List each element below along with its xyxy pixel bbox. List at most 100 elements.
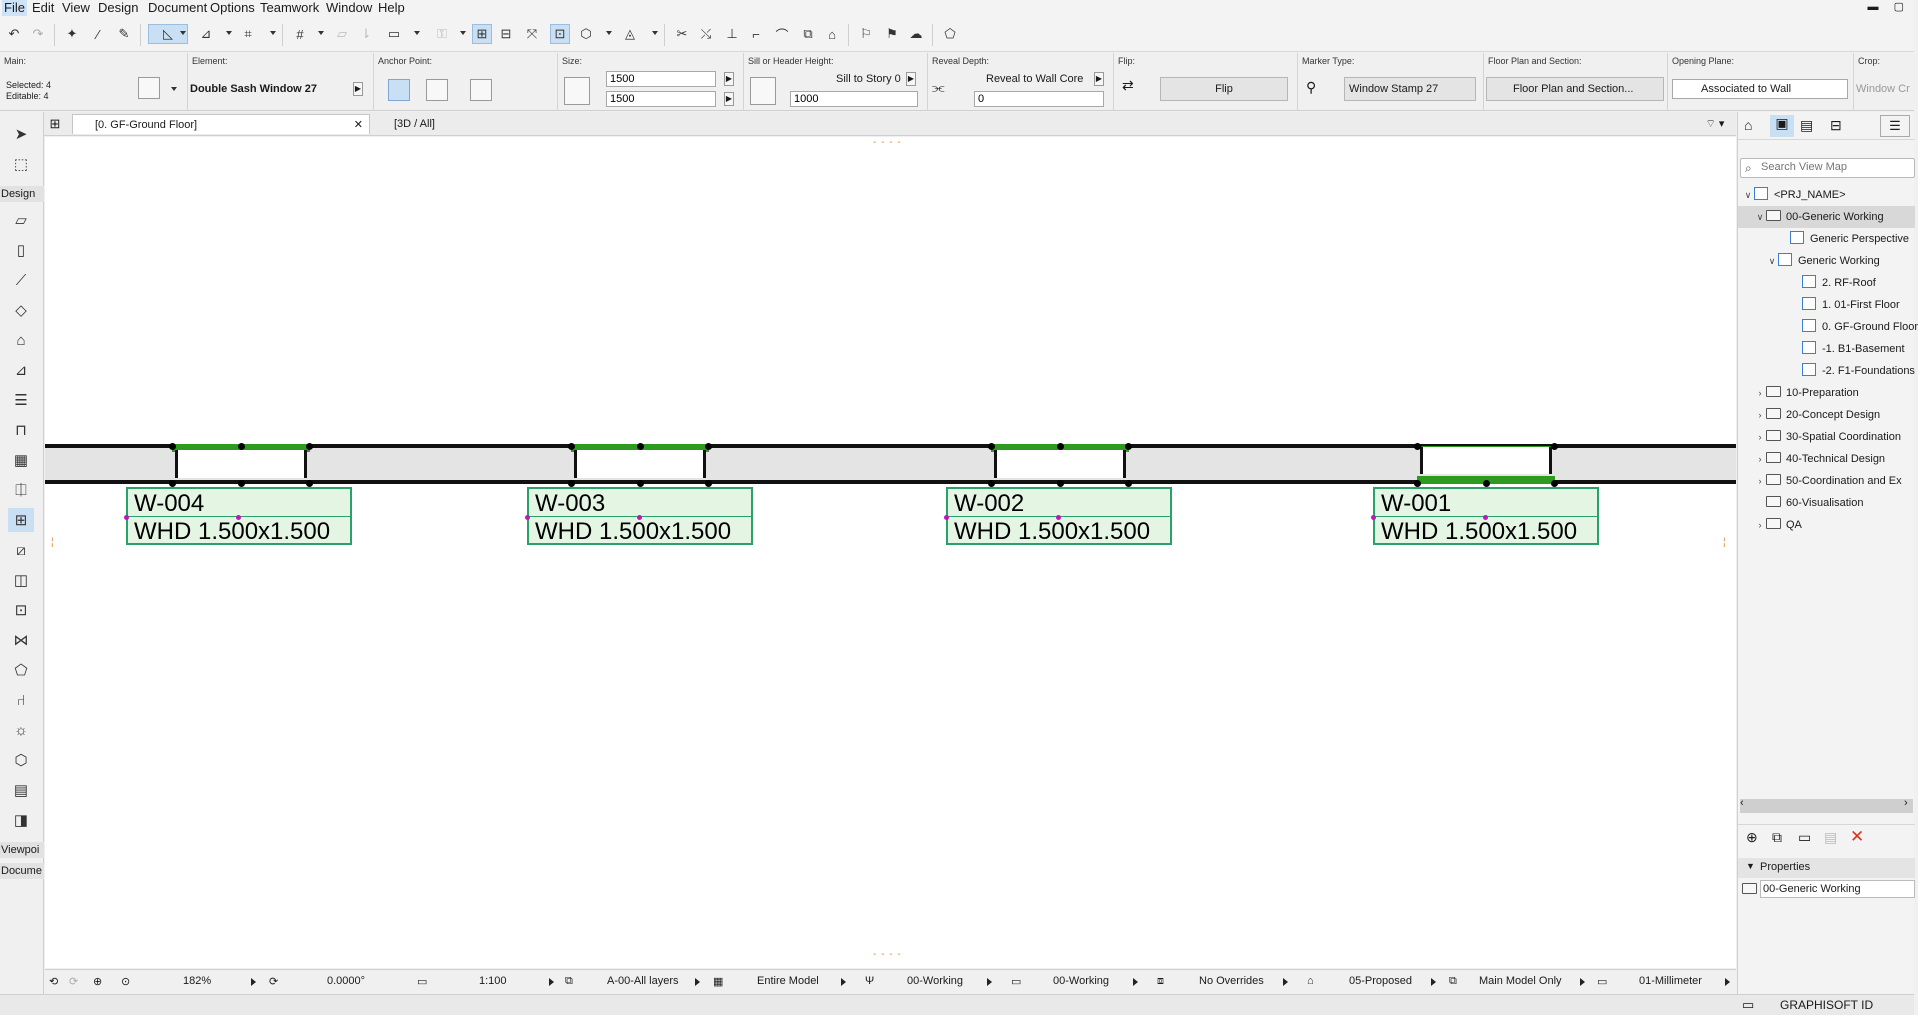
- door-tool-icon[interactable]: ⎅: [14, 481, 27, 499]
- lock-icon[interactable]: ⚿: [437, 26, 447, 41]
- expand-chevron-icon[interactable]: ›: [1758, 410, 1762, 420]
- zoom-value[interactable]: 182%: [183, 975, 212, 987]
- reveal-mode[interactable]: Reveal to Wall Core: [986, 73, 1084, 85]
- window-tool-icon[interactable]: ⊞: [8, 508, 34, 532]
- menu-options[interactable]: Options: [210, 0, 255, 15]
- menu-help[interactable]: Help: [378, 0, 405, 15]
- delete-icon[interactable]: ✕: [1850, 827, 1865, 846]
- tree-item[interactable]: -1. B1-Basement: [1738, 338, 1915, 360]
- gravity-icon[interactable]: ▱: [337, 26, 347, 41]
- renumber-icon[interactable]: ⊟: [500, 26, 512, 41]
- fillet-icon[interactable]: ⌒: [775, 27, 789, 43]
- window-marker[interactable]: W-002 WHD 1.500x1.500: [944, 487, 1172, 545]
- anchor-edge-icon[interactable]: [470, 79, 492, 101]
- menu-view[interactable]: View: [62, 0, 90, 15]
- roof-tool-icon[interactable]: ⌂: [16, 331, 26, 349]
- tree-item[interactable]: ›50-Coordination and Ex: [1738, 470, 1915, 492]
- tree-item[interactable]: ∨00-Generic Working: [1738, 206, 1915, 228]
- project-map-icon[interactable]: ⌂: [1744, 117, 1753, 133]
- section-tool-icon[interactable]: ◨: [13, 812, 29, 829]
- layer-combination[interactable]: A-00-All layers: [607, 975, 679, 987]
- layers-icon[interactable]: ⬡: [580, 26, 592, 41]
- sill-height-field[interactable]: [790, 91, 918, 107]
- tab-3d[interactable]: [3D / All]: [372, 114, 572, 134]
- adjust-icon[interactable]: ⊥: [726, 26, 738, 41]
- dimension-value[interactable]: 01-Millimeter: [1639, 975, 1702, 987]
- tree-item[interactable]: ›40-Technical Design: [1738, 448, 1915, 470]
- bimx-icon[interactable]: ⬠: [944, 26, 956, 41]
- tree-item[interactable]: 0. GF-Ground Floor: [1738, 316, 1918, 338]
- menu-teamwork[interactable]: Teamwork: [260, 0, 320, 15]
- renovation-value[interactable]: 05-Proposed: [1349, 975, 1412, 987]
- new-view-icon[interactable]: ⊕: [1746, 829, 1758, 845]
- window-marker[interactable]: W-003 WHD 1.500x1.500: [525, 487, 753, 545]
- guide-lines-button[interactable]: ◺: [148, 24, 188, 44]
- bottom-scroll-handle[interactable]: - - - -: [873, 949, 902, 960]
- search-input[interactable]: [1761, 161, 1911, 173]
- pen-set-value[interactable]: 00-Working: [907, 975, 964, 987]
- tree-item[interactable]: ∨<PRJ_NAME>: [1738, 184, 1915, 206]
- cursor-snap-icon[interactable]: ⇂: [360, 26, 372, 41]
- floor-plan-canvas[interactable]: - - - - - - - - ¦ ¦ W-004 WHD 1.500x1.50…: [45, 137, 1736, 968]
- grid-tool-icon[interactable]: ▤: [13, 782, 29, 799]
- tree-item[interactable]: Generic Perspective: [1738, 228, 1915, 250]
- anchor-side-icon[interactable]: [426, 79, 448, 101]
- pick-up-icon[interactable]: ⁄: [96, 26, 100, 42]
- menu-document[interactable]: Document: [148, 0, 208, 15]
- stair-tool-icon[interactable]: ☰: [14, 392, 28, 409]
- intersect-icon[interactable]: ⌐: [752, 26, 760, 42]
- zoom-back-icon[interactable]: ⟲: [49, 976, 59, 988]
- tab-menu-icon[interactable]: ⌔ ▾: [1705, 118, 1725, 130]
- publish-icon[interactable]: ☁: [909, 26, 923, 41]
- window-marker[interactable]: W-001 WHD 1.500x1.500: [1371, 487, 1599, 545]
- marquee-tool-icon[interactable]: ⬚: [13, 156, 29, 173]
- lamp-tool-icon[interactable]: ☼: [14, 721, 28, 739]
- model-view-value[interactable]: Entire Model: [757, 975, 819, 987]
- expand-chevron-icon[interactable]: ›: [1758, 520, 1762, 530]
- arrow-tool-icon[interactable]: ➤: [14, 126, 28, 143]
- floorplan-section-button[interactable]: Floor Plan and Section...: [1486, 77, 1664, 101]
- rotate-icon[interactable]: ⟳: [269, 976, 279, 988]
- tab-overview-icon[interactable]: ⊞: [49, 116, 61, 131]
- beam-tool-icon[interactable]: ⟋: [15, 271, 27, 289]
- window-settings-icon[interactable]: [138, 77, 160, 99]
- height-arrow[interactable]: ▶: [724, 92, 734, 106]
- menu-file[interactable]: File: [2, 0, 27, 16]
- display-value[interactable]: 00-Working: [1053, 975, 1110, 987]
- shell-tool-icon[interactable]: ⊿: [14, 362, 28, 379]
- window-w-004[interactable]: [169, 443, 313, 487]
- window-controls[interactable]: ▬ ▢: [1867, 1, 1910, 13]
- redo-icon[interactable]: ↷: [32, 26, 44, 41]
- tree-item[interactable]: ›QA: [1738, 514, 1915, 536]
- resize-icon[interactable]: ⧉: [803, 26, 813, 41]
- window-w-003[interactable]: [568, 443, 712, 487]
- sill-mode[interactable]: Sill to Story 0: [836, 73, 901, 85]
- inject-icon[interactable]: ✎: [118, 26, 130, 41]
- expand-chevron-icon[interactable]: ∨: [1756, 212, 1764, 222]
- reveal-depth-field[interactable]: [974, 91, 1104, 107]
- zoom-in-icon[interactable]: ⊕: [93, 976, 103, 988]
- issue-icon[interactable]: ⚑: [886, 26, 898, 41]
- expand-chevron-icon[interactable]: ›: [1758, 388, 1762, 398]
- top-scroll-handle[interactable]: - - - -: [873, 137, 902, 148]
- tree-item[interactable]: 1. 01-First Floor: [1738, 294, 1915, 316]
- width-arrow[interactable]: ▶: [724, 72, 734, 86]
- object-tool-icon[interactable]: ⑁: [16, 691, 26, 709]
- document-section-label[interactable]: Docume: [0, 863, 44, 879]
- expand-chevron-icon[interactable]: ›: [1758, 432, 1762, 442]
- zoom-forward-icon[interactable]: ⟳: [69, 976, 79, 988]
- explode-icon[interactable]: ⤧: [526, 26, 538, 41]
- tree-item[interactable]: -2. F1-Foundations: [1738, 360, 1915, 382]
- undo-icon[interactable]: ↶: [8, 26, 20, 41]
- scroll-left-icon[interactable]: ‹: [1740, 797, 1744, 809]
- structure-value[interactable]: Main Model Only: [1479, 975, 1562, 987]
- expand-chevron-icon[interactable]: ∨: [1768, 256, 1776, 266]
- element-name[interactable]: Double Sash Window 27: [190, 83, 318, 95]
- expand-chevron-icon[interactable]: ›: [1758, 454, 1762, 464]
- opening-plane-select[interactable]: Associated to Wall: [1672, 79, 1848, 99]
- menu-window[interactable]: Window: [326, 0, 373, 15]
- tree-item[interactable]: 2. RF-Roof: [1738, 272, 1915, 294]
- sill-icon[interactable]: [750, 77, 776, 105]
- view-map-icon[interactable]: ▣: [1770, 115, 1794, 137]
- grid-snap-icon[interactable]: #: [296, 26, 304, 42]
